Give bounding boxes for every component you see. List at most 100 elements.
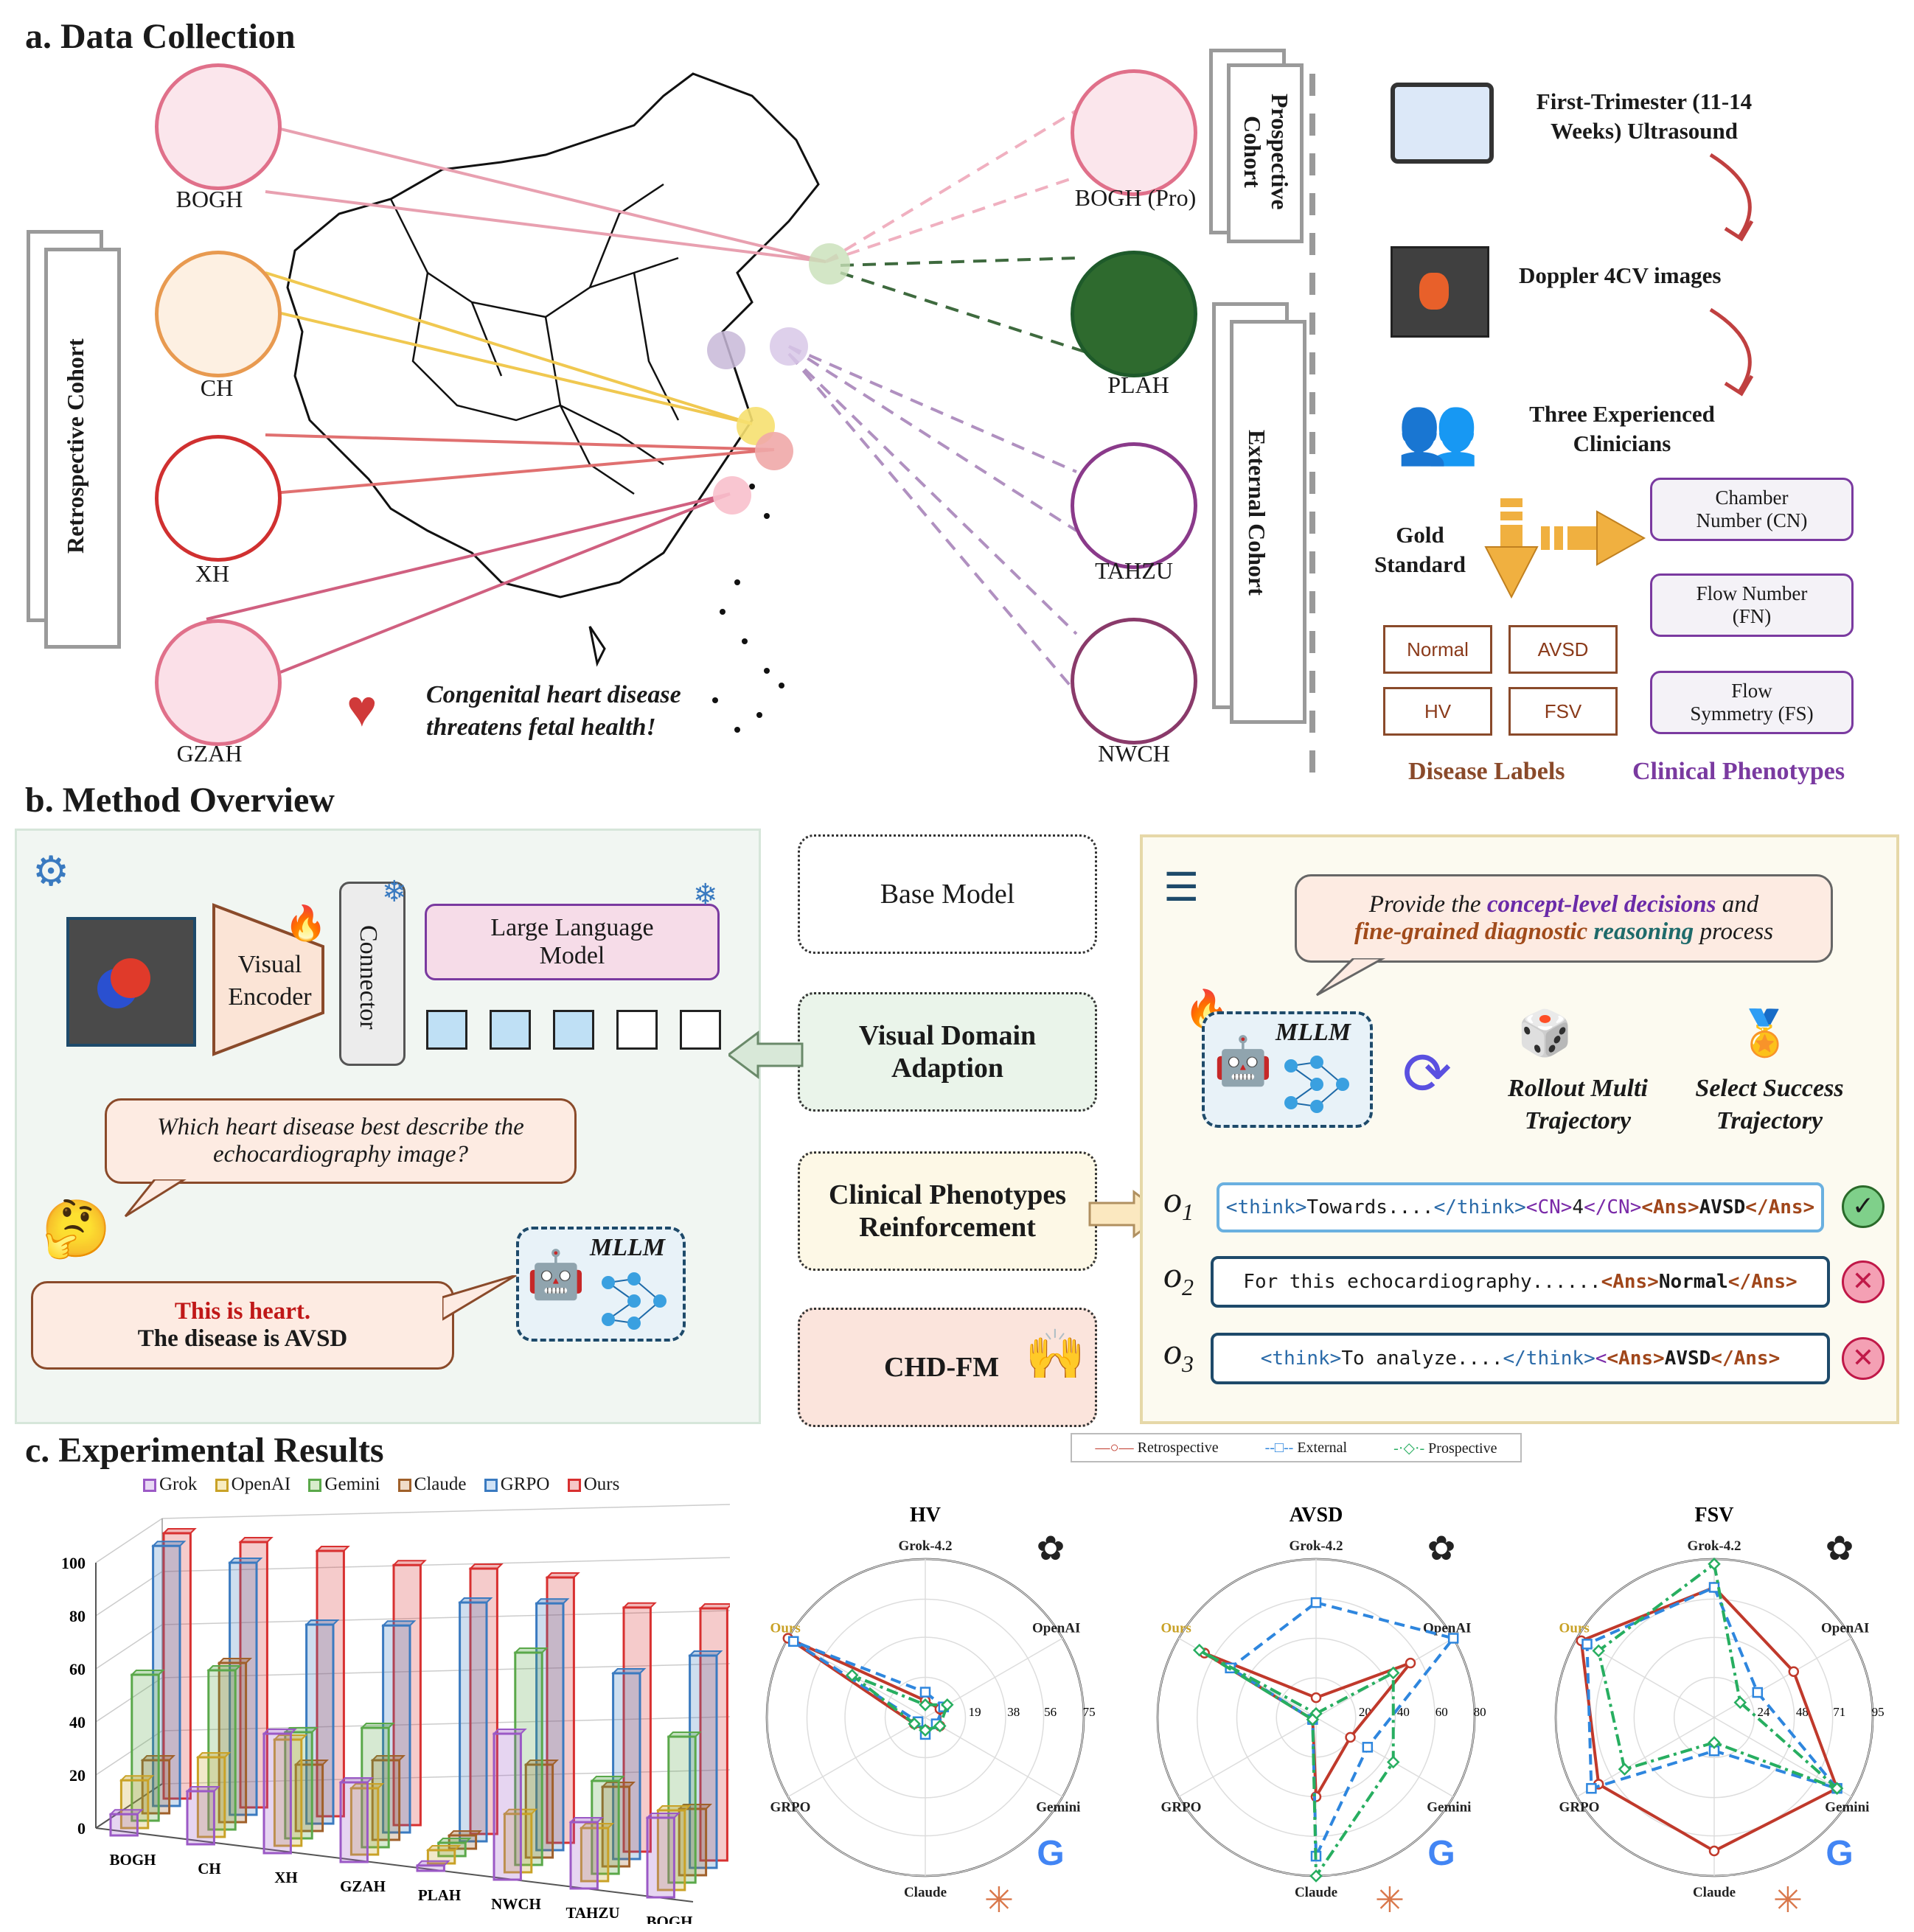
success-check-icon: ✓: [1842, 1185, 1885, 1228]
radar-point: [1447, 1633, 1459, 1644]
hospital-logo-nwch: [1071, 618, 1197, 744]
stage-base-model: Base Model: [798, 834, 1097, 954]
step3-line2: Clinicians: [1573, 430, 1671, 456]
bubble-tail: [1315, 958, 1386, 997]
depth-axis: [95, 1783, 163, 1829]
radar-tick-label: 56: [1044, 1705, 1057, 1719]
grid-line: [95, 1730, 163, 1776]
radar-tick-label: 71: [1833, 1705, 1845, 1719]
legend-swatch: [308, 1479, 322, 1493]
x-tick-label: GZAH: [340, 1877, 386, 1895]
radar-point: [919, 1687, 931, 1698]
bar-top: [698, 1603, 730, 1609]
radar-spoke: [1315, 1717, 1454, 1798]
bar-front: [305, 1623, 335, 1825]
thinking-person-icon: 🤔: [41, 1199, 111, 1260]
radar-axis-label: Grok-4.2: [1687, 1538, 1741, 1554]
bar-front: [569, 1821, 599, 1890]
bar-top: [195, 1752, 232, 1758]
doppler-flow-spot: [1419, 273, 1449, 310]
rollout-line2: Trajectory: [1524, 1107, 1632, 1134]
map-caption-line1: Congenital heart disease: [426, 681, 681, 708]
radar-axis-label: Ours: [1161, 1621, 1191, 1636]
legend-label: Retrospective: [1137, 1439, 1219, 1456]
ans-tag: <Ans>: [1641, 1196, 1699, 1218]
token-square: [616, 1010, 658, 1050]
legend-item-external: --□-- External: [1265, 1440, 1347, 1457]
token-square: [553, 1010, 594, 1050]
x-tick-label: XH: [274, 1869, 298, 1886]
visual-encoder-line2: Encoder: [228, 983, 312, 1011]
radar-axis-label: Grok-4.2: [898, 1538, 952, 1554]
section-a-title: a. Data Collection: [25, 17, 296, 56]
china-map: [286, 72, 820, 733]
bar-top: [513, 1647, 549, 1653]
disease-tag-normal: Normal: [1383, 625, 1492, 674]
workflow-icon: ⚙: [32, 849, 70, 895]
y-tick-label: 60: [69, 1660, 86, 1678]
radar-tick-label: 80: [1474, 1705, 1486, 1719]
bar-claude: [600, 1782, 636, 1868]
left-arrow-icon: [728, 1030, 804, 1079]
bar-top: [425, 1845, 462, 1851]
bar-front: [678, 1807, 708, 1877]
bar-openai: [272, 1734, 308, 1847]
bar-grok: [568, 1817, 604, 1890]
bar-openai: [119, 1775, 155, 1830]
radar-tick-label: 75: [1083, 1705, 1096, 1719]
token-square: [426, 1010, 467, 1050]
bar-grok: [262, 1729, 297, 1855]
token-square: [490, 1010, 531, 1050]
grid-line: [95, 1571, 163, 1617]
traj-answer: AVSD: [1699, 1196, 1746, 1218]
bar-front: [514, 1651, 543, 1866]
bar-front: [207, 1669, 237, 1831]
phenotype-fn: Flow Number(FN): [1650, 573, 1854, 637]
map-caption-line2: threatens fetal health!: [426, 714, 656, 741]
cycle-arrows-icon: ⟳: [1402, 1042, 1452, 1107]
token-square: [680, 1010, 721, 1050]
radar-tick-label: 48: [1796, 1705, 1809, 1719]
bar-top: [392, 1560, 427, 1566]
bar-openai: [655, 1805, 692, 1891]
bar-top: [315, 1546, 350, 1552]
x-tick-label: CH: [198, 1860, 221, 1877]
clinical-phenotypes-title: Clinical Phenotypes: [1632, 758, 1845, 785]
bar-top: [415, 1860, 450, 1866]
bar-gemini: [283, 1727, 319, 1840]
neural-network-icon: [602, 1272, 667, 1330]
award-medal-icon: 🏅: [1737, 1009, 1792, 1058]
ans-tag: <Ans>: [1607, 1347, 1665, 1370]
radar-axis-label: OpenAI: [1821, 1621, 1869, 1636]
traj-answer: AVSD: [1664, 1347, 1711, 1370]
radar-point: [1708, 1845, 1720, 1857]
think-tag: </think>: [1503, 1347, 1595, 1370]
legend-item-prospective: -·◇·- Prospective: [1393, 1439, 1497, 1457]
bar-claude: [293, 1760, 330, 1832]
traj-text: 4: [1572, 1196, 1584, 1218]
radar-point: [1405, 1657, 1416, 1669]
x-tick-label: BOGH: [109, 1851, 156, 1869]
radar-title: AVSD: [1290, 1504, 1343, 1527]
radar-axis-label: Ours: [770, 1621, 801, 1636]
o-letter: o: [1163, 1254, 1182, 1295]
radar-point: [1310, 1692, 1322, 1703]
prompt-text: Provide the: [1368, 891, 1487, 918]
bar-top: [645, 1813, 681, 1818]
bar-claude: [523, 1760, 560, 1859]
radar-series-retrospective: [1579, 1586, 1840, 1853]
bar-top: [611, 1668, 647, 1674]
answer-line: The disease is AVSD: [137, 1325, 348, 1352]
radar-title: FSV: [1695, 1504, 1734, 1527]
gold-standard-line1: Gold: [1396, 522, 1444, 548]
bar-ours: [468, 1563, 504, 1835]
disease-tag-avsd: AVSD: [1508, 625, 1618, 674]
y-tick-label: 100: [61, 1554, 86, 1572]
heart-warning-icon: ♥: [347, 681, 377, 738]
question-line: echocardiography image?: [212, 1141, 469, 1168]
radar-series-external: [1228, 1600, 1456, 1857]
hospital-logo-ch: [155, 251, 282, 377]
radar-tick-label: 60: [1436, 1705, 1448, 1719]
bar-top: [161, 1528, 197, 1534]
